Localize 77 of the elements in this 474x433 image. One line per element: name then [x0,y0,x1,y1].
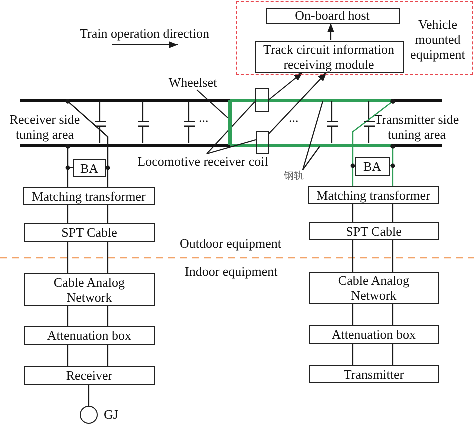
arrow [268,72,304,100]
wire-line [352,240,354,272]
wire-line [331,127,333,144]
wire-line [352,344,354,365]
relay-circle [80,406,98,424]
wire-line [368,102,370,121]
equipment-box: Receiver [24,366,155,385]
wire-line [107,242,109,273]
equipment-box: Transmitter [309,365,439,383]
wire-line [107,306,109,326]
process-box: Track circuit information receiving module [254,40,404,72]
dashed-group-frame [236,1,473,75]
callout-label: 钢轨 [283,170,305,183]
area-label: Transmitter side tuning area [374,112,460,142]
wire-line [188,102,190,121]
component-box: BA [73,159,106,177]
equipment-box: Matching transformer [308,186,439,204]
wire-line [107,205,109,223]
equipment-box: Cable Analog Network [309,272,439,304]
wire-line [352,204,354,222]
zone-label: Outdoor equipment [180,236,282,251]
wire-line [67,205,69,223]
wire-line [392,240,394,272]
wire-line [142,127,144,144]
leader-line [302,146,320,170]
leader-line [206,139,256,155]
wire-line [88,385,90,406]
rail-line [20,98,442,102]
direction-label: Train operation direction [80,26,210,41]
capacitor-symbol [364,121,374,127]
wire-line [99,102,101,121]
wire-line [331,102,333,121]
wire-line [368,127,370,144]
wire-line [188,127,190,144]
wire-line [390,144,396,186]
callout-label: Locomotive receiver coil [134,154,272,169]
ellipsis-text: ... [199,110,209,125]
equipment-box: Attenuation box [309,325,439,344]
leader-line [196,90,228,118]
wire-line [67,242,69,273]
wire-line [107,345,109,366]
component-box: BA [355,157,390,176]
capacitor-symbol [138,121,148,127]
arrow [328,24,334,40]
wire-line [66,144,70,187]
wheelset-bar [228,100,232,145]
equipment-box: Cable Analog Network [24,273,155,306]
receiver-coil-symbol [256,131,269,154]
wire-line [352,99,396,186]
zone-label: Indoor equipment [185,264,278,279]
wire-line [67,306,69,326]
wire-line [142,102,144,121]
equipment-box: Matching transformer [23,187,155,205]
capacitor-symbol [94,121,106,127]
wire-line [99,127,101,144]
relay-label: GJ [104,407,118,422]
callout-label: Wheelset [166,75,220,90]
rail-line [20,144,442,146]
ellipsis-text: ... [289,110,299,125]
process-box: On-board host [266,8,400,24]
equipment-box: Attenuation box [24,326,155,345]
leader-line [206,102,256,154]
receiver-coil-symbol [255,88,269,112]
leader-line [302,101,324,170]
wire-line [66,99,109,187]
wire-line [67,345,69,366]
capacitor-symbol [326,121,338,127]
wire-line [392,304,394,325]
equipment-box: SPT Cable [309,222,439,240]
group-label: Vehicle mounted equipment [410,17,466,62]
equipment-box: SPT Cable [24,223,155,242]
wire-line [392,344,394,365]
wire-line [392,204,394,222]
area-label: Receiver side tuning area [8,112,82,142]
capacitor-symbol [184,121,194,127]
arrow [268,72,328,134]
wire-line [352,304,354,325]
